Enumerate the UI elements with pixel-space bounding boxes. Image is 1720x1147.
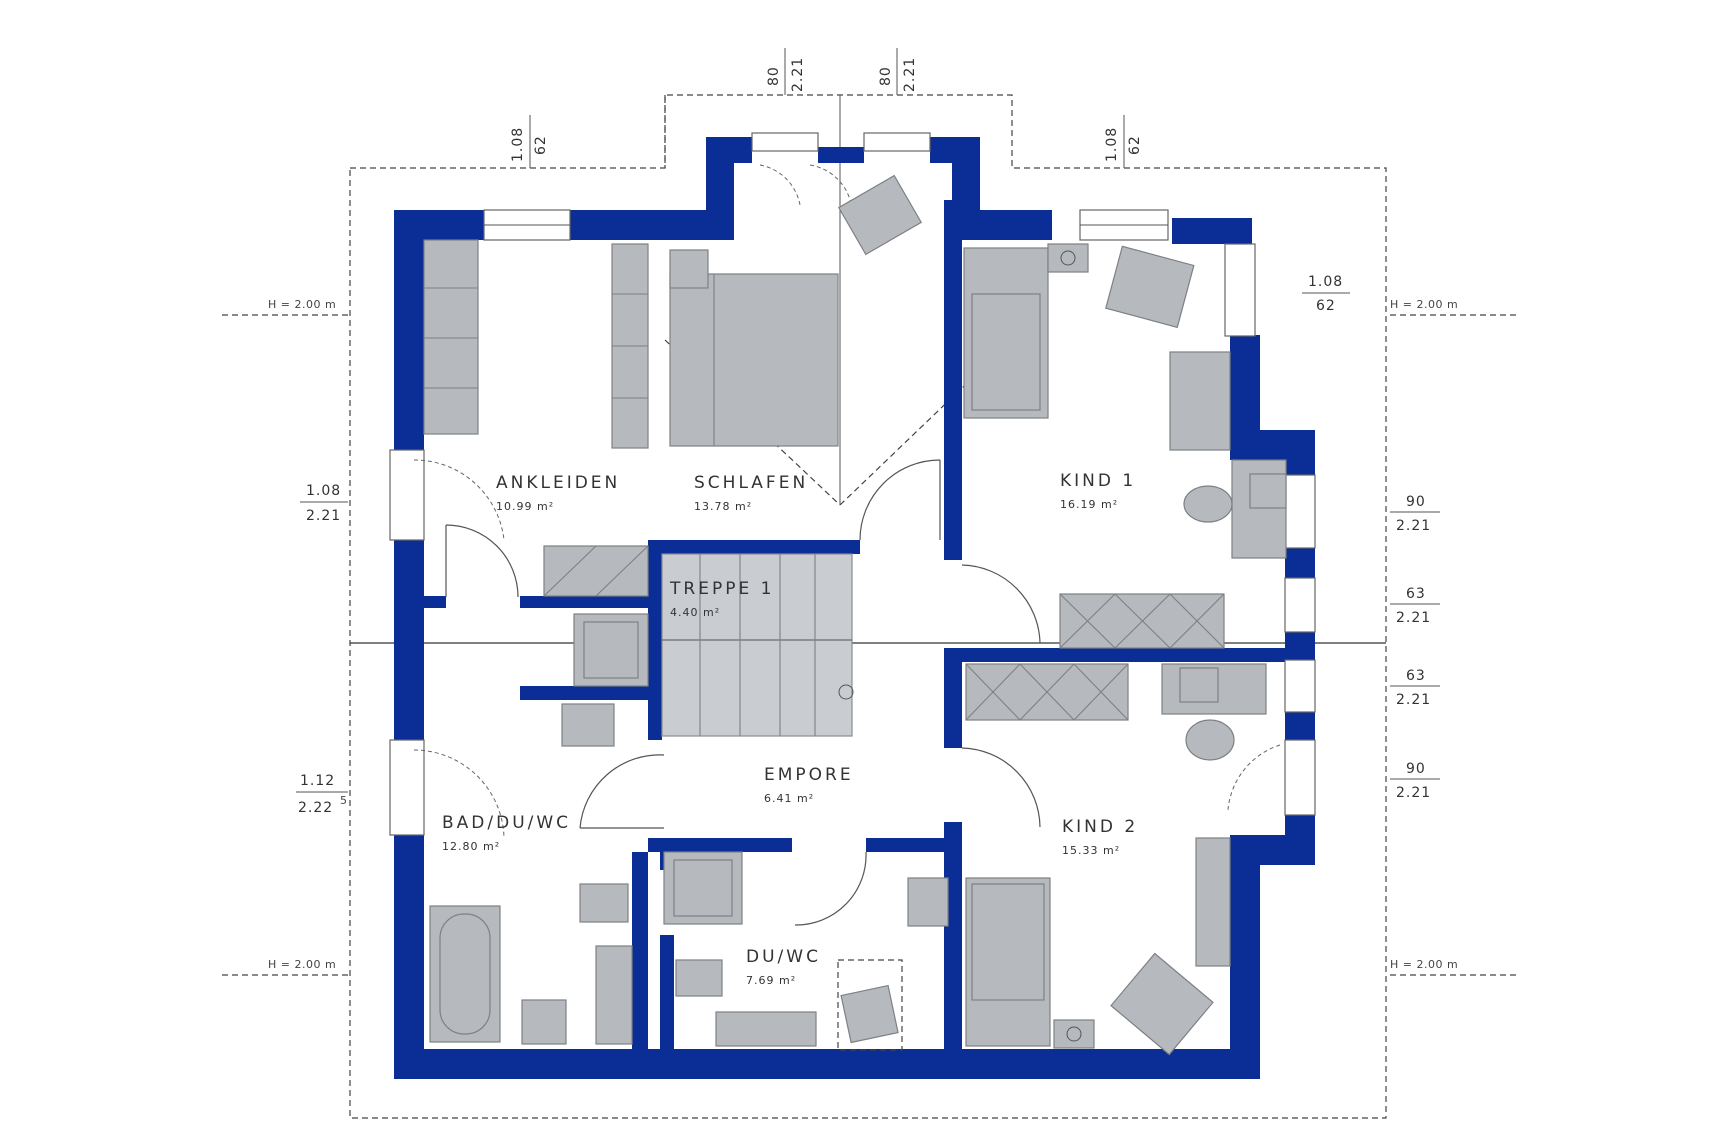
dim-top-right-bottom: 62 [1127,135,1143,155]
room-name-schlafen: SCHLAFEN [694,473,808,493]
room-labels: ANKLEIDEN 10.99 m² SCHLAFEN 13.78 m² KIN… [442,471,1138,987]
furniture [423,174,1287,1056]
room-area-schlafen: 13.78 m² [694,500,752,513]
dim-top-right-top: 1.08 [1104,127,1120,162]
room-area-treppe: 4.40 m² [670,606,720,619]
dim-dormer-left-bottom: 2.21 [790,57,806,92]
room-area-kind2: 15.33 m² [1062,844,1120,857]
height-label-top-left: H = 2.00 m [268,298,336,311]
dim-top-left-bottom: 62 [533,135,549,155]
dim-right-1-top: 90 [1406,494,1426,510]
dim-left-bad-bottom: 2.22 [298,800,333,816]
height-marks: H = 2.00 m H = 2.00 m H = 2.00 m H = 2.0… [222,298,1518,976]
room-name-treppe: TREPPE 1 [669,579,774,599]
room-area-empore: 6.41 m² [764,792,814,805]
dim-right-1-bottom: 2.21 [1396,518,1431,534]
windows [389,132,1316,836]
dim-dormer-left-top: 80 [766,66,782,86]
dim-right-4-top: 90 [1406,761,1426,777]
room-name-kind1: KIND 1 [1060,471,1136,491]
dim-right-3-bottom: 2.21 [1396,692,1431,708]
dim-right-2-bottom: 2.21 [1396,610,1431,626]
room-area-ankleiden: 10.99 m² [496,500,554,513]
room-name-ankleiden: ANKLEIDEN [496,473,620,493]
height-label-top-right: H = 2.00 m [1390,298,1458,311]
dim-right-upper-bottom: 62 [1316,298,1336,314]
dim-top-left-top: 1.08 [510,127,526,162]
dim-dormer-right-bottom: 2.21 [902,57,918,92]
dimensions-side: 1.08 62 1.08 2.21 1.12 2.22 5 90 2.21 63… [296,274,1440,816]
walls [394,137,1315,1079]
dim-right-upper-top: 1.08 [1308,274,1343,290]
dimensions-top: 1.08 62 80 2.21 80 2.21 1.08 62 [510,48,1143,168]
doors [413,164,1281,926]
dim-right-3-top: 63 [1406,668,1426,684]
height-label-bottom-left: H = 2.00 m [268,958,336,971]
dim-dormer-right-top: 80 [878,66,894,86]
dim-right-4-bottom: 2.21 [1396,785,1431,801]
room-name-kind2: KIND 2 [1062,817,1138,837]
room-area-bad: 12.80 m² [442,840,500,853]
room-name-empore: EMPORE [764,765,854,785]
dim-right-2-top: 63 [1406,586,1426,602]
dim-left-bad-superscript: 5 [340,794,348,807]
room-name-bad: BAD/DU/WC [442,813,571,833]
dim-left-bad-top: 1.12 [300,773,335,789]
dim-left-ankleiden-bottom: 2.21 [306,508,341,524]
stairs [661,553,854,737]
room-area-duwc: 7.69 m² [746,974,796,987]
room-name-duwc: DU/WC [746,947,821,967]
height-label-bottom-right: H = 2.00 m [1390,958,1458,971]
room-area-kind1: 16.19 m² [1060,498,1118,511]
dim-left-ankleiden-top: 1.08 [306,483,341,499]
